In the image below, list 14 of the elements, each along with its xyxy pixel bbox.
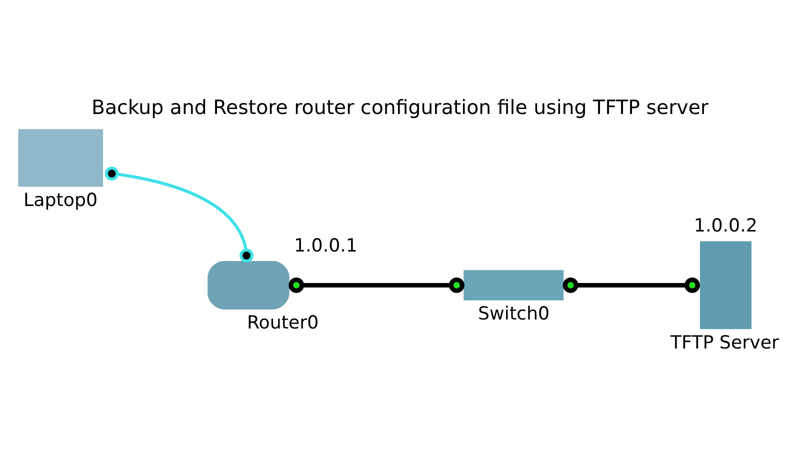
node-label: Laptop0 — [24, 190, 98, 211]
node-box — [18, 129, 104, 187]
node-label: 1.0.0.2 — [694, 216, 758, 237]
diagram-title: Backup and Restore router configuration file using TFTP server — [91, 96, 709, 119]
node-label: TFTP Server — [670, 332, 780, 354]
node-box — [700, 241, 752, 330]
node-box — [464, 270, 564, 300]
node-box — [208, 260, 290, 310]
connector — [288, 278, 464, 293]
node-label: Router0 — [246, 312, 319, 334]
node-label: Switch0 — [478, 303, 550, 324]
node-label: 1.0.0.1 — [294, 235, 358, 256]
connector — [562, 278, 700, 293]
connector — [104, 166, 254, 262]
